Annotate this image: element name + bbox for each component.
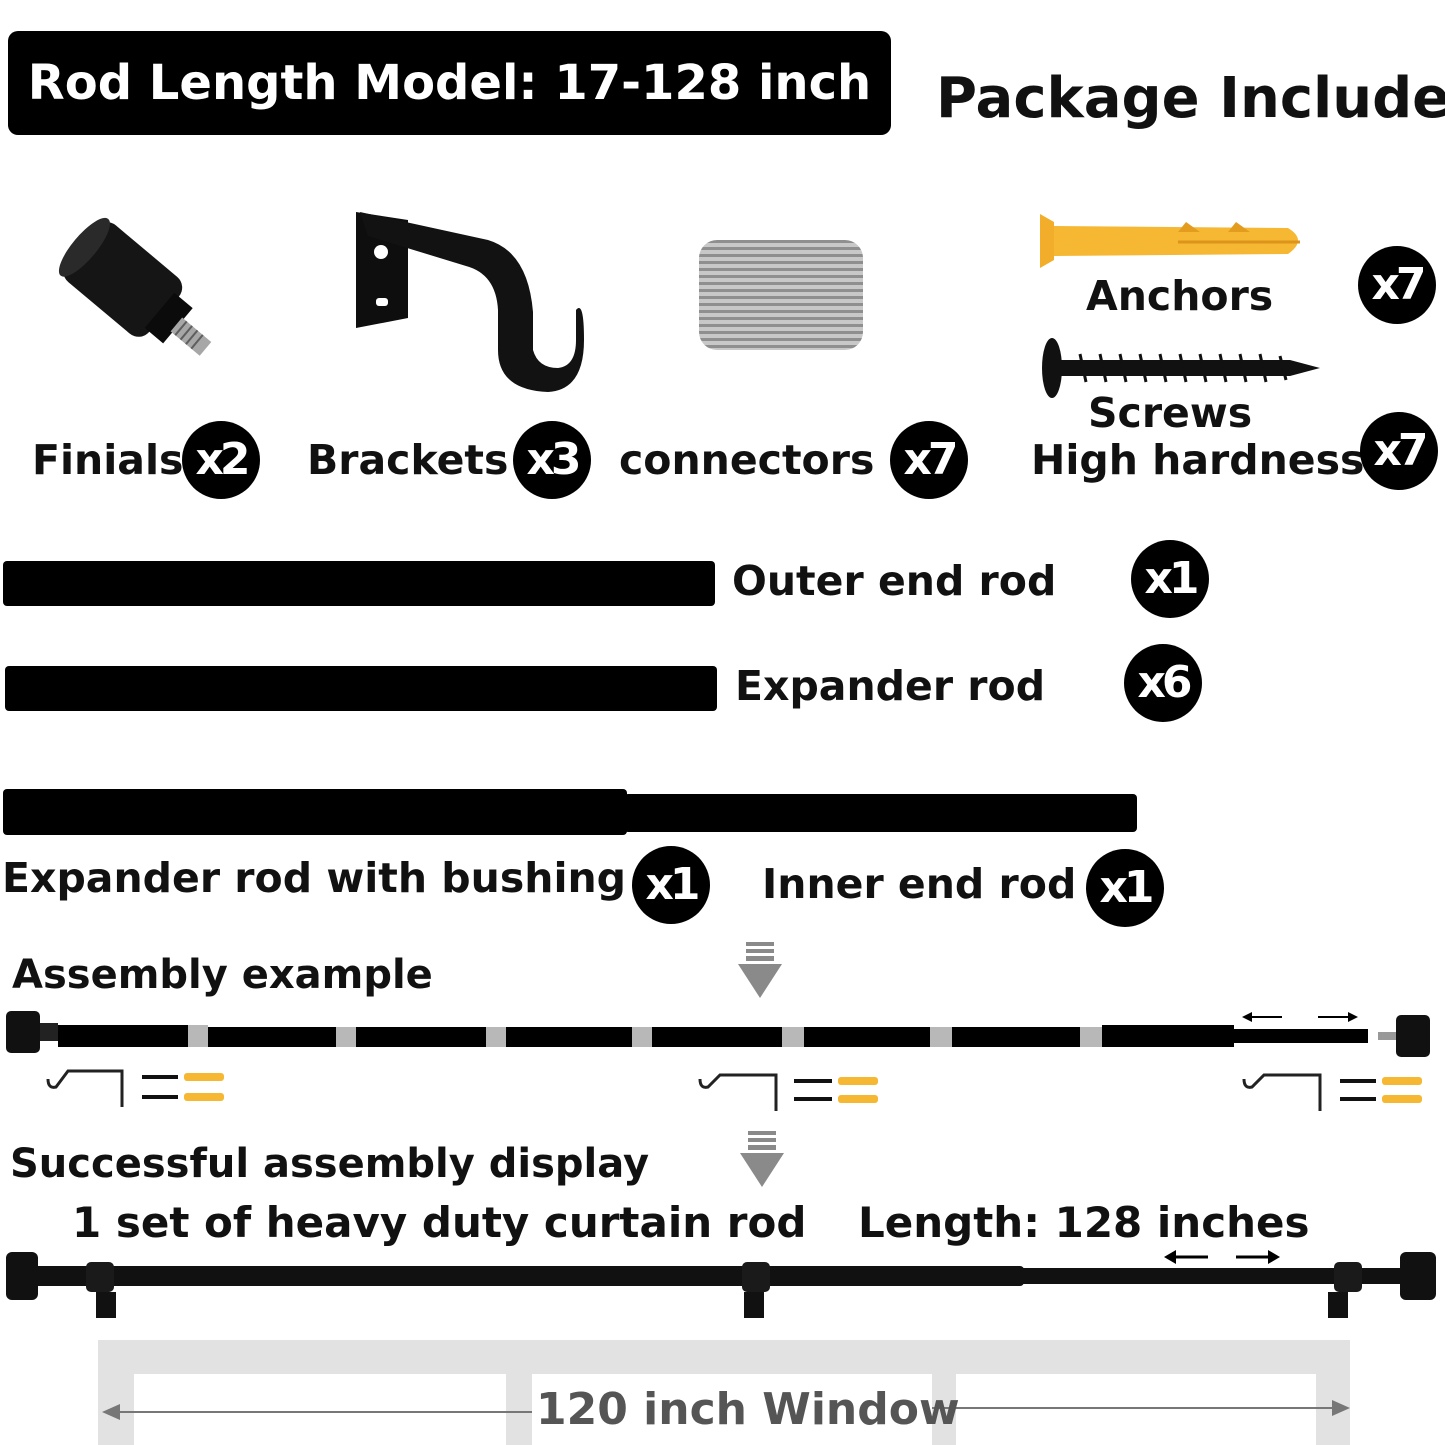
package-title: Package Include xyxy=(936,66,1445,131)
model-label: Rod Length Model: 17-128 inch xyxy=(27,55,872,111)
outer-end-rod-image xyxy=(3,561,715,606)
anchors-qty-badge: x7 xyxy=(1358,246,1436,324)
anchor-image xyxy=(1040,214,1300,268)
bracket-group-right xyxy=(1242,1073,1422,1111)
screws-hardness-label: High hardness xyxy=(1031,436,1365,484)
inner-end-rod-label: Inner end rod xyxy=(762,860,1077,908)
right-finial xyxy=(1400,1252,1436,1300)
expander-rod-qty-badge: x6 xyxy=(1124,644,1202,722)
connectors-label: connectors xyxy=(619,436,875,484)
screw-image xyxy=(1042,338,1320,398)
screws-label: Screws xyxy=(1088,389,1253,437)
window-width-label: 120 inch Window xyxy=(536,1384,960,1435)
rod-length-label: Length: 128 inches xyxy=(858,1198,1310,1247)
connector-image xyxy=(699,240,863,350)
model-banner: Rod Length Model: 17-128 inch xyxy=(8,31,891,135)
screws-qty-badge: x7 xyxy=(1360,412,1438,490)
expander-rod-with-bushing-label: Expander rod with bushing xyxy=(2,854,627,902)
outer-end-rod-label: Outer end rod xyxy=(732,557,1057,605)
connectors-qty-badge: x7 xyxy=(890,421,968,499)
assembly-example-title: Assembly example xyxy=(12,952,433,998)
outer-end-rod-qty-badge: x1 xyxy=(1131,540,1209,618)
expander-rod-image xyxy=(5,666,717,711)
brackets-qty-badge: x3 xyxy=(513,421,591,499)
inner-end-rod-image xyxy=(624,794,1137,832)
inner-end-rod-qty-badge: x1 xyxy=(1086,849,1164,927)
finials-label: Finials xyxy=(32,436,184,484)
assembly-display-title: Successful assembly display xyxy=(10,1141,650,1187)
bracket-image xyxy=(356,212,584,392)
finial-image xyxy=(58,217,212,356)
expander-rod-label: Expander rod xyxy=(735,662,1046,710)
finials-qty-badge: x2 xyxy=(182,421,260,499)
left-finial xyxy=(6,1011,40,1053)
bracket-group-left xyxy=(46,1069,224,1107)
expander-rod-with-bushing-qty-badge: x1 xyxy=(632,846,710,924)
expander-rod-with-bushing-image xyxy=(3,789,627,835)
assembly-example-diagram xyxy=(6,1011,1430,1111)
bracket-group-middle xyxy=(698,1073,878,1111)
anchors-label: Anchors xyxy=(1086,272,1274,320)
assembled-rod-diagram xyxy=(6,1250,1436,1445)
left-finial xyxy=(6,1252,38,1300)
down-arrow-icon xyxy=(738,942,782,998)
assembly-display-subtitle: 1 set of heavy duty curtain rod xyxy=(72,1198,807,1247)
brackets-label: Brackets xyxy=(307,436,509,484)
down-arrow-icon xyxy=(740,1131,784,1187)
right-finial xyxy=(1396,1015,1430,1057)
